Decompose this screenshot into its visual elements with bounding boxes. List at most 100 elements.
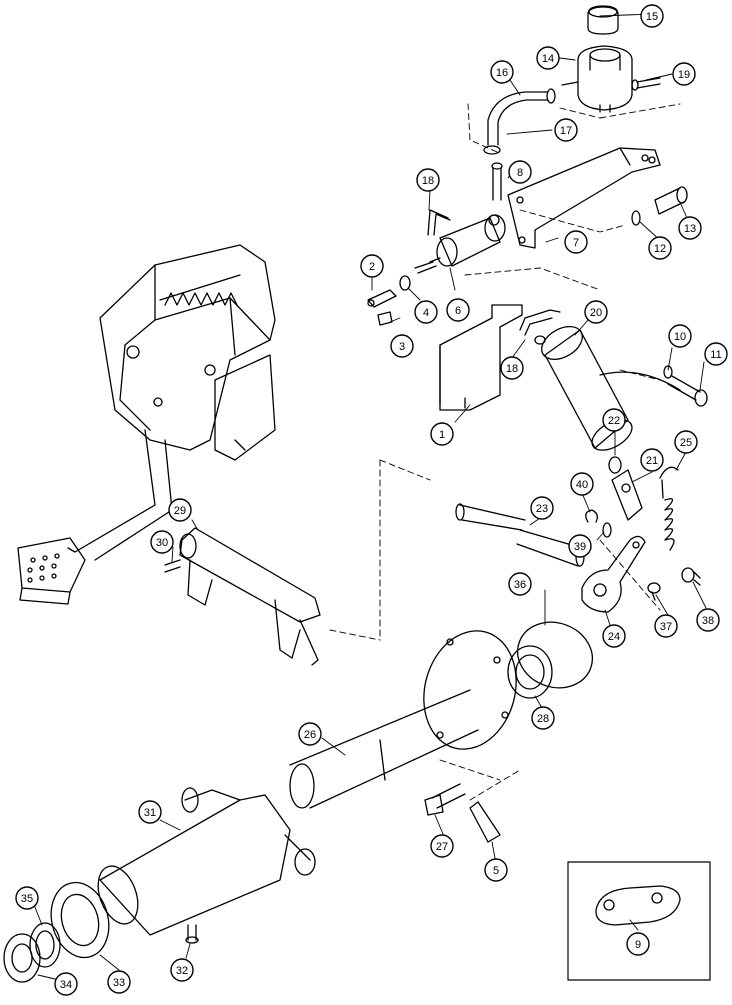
pin-23 bbox=[455, 503, 585, 567]
callout-label: 26 bbox=[304, 729, 316, 741]
callout-circle bbox=[584, 300, 608, 324]
callout-circle bbox=[107, 970, 131, 994]
callout-c28: 28 bbox=[531, 706, 555, 730]
callout-circle bbox=[414, 300, 438, 324]
guide-tube bbox=[289, 630, 517, 809]
callout-circle bbox=[430, 834, 454, 858]
callout-c17: 17 bbox=[554, 118, 578, 142]
callout-c39: 39 bbox=[568, 534, 592, 558]
callout-c8: 8 bbox=[508, 160, 532, 184]
callout-label: 29 bbox=[174, 505, 186, 517]
release-housing bbox=[97, 787, 316, 936]
callout-circle bbox=[668, 324, 692, 348]
hose-clips bbox=[483, 88, 556, 155]
lock-tab-5 bbox=[469, 801, 501, 843]
screw-19 bbox=[631, 77, 661, 91]
callout-label: 8 bbox=[517, 167, 523, 179]
bolt-13 bbox=[654, 186, 688, 215]
leader-lines bbox=[32, 13, 707, 984]
callout-c19: 19 bbox=[672, 62, 696, 86]
callout-label: 4 bbox=[423, 307, 429, 319]
bearing-28 bbox=[507, 645, 553, 699]
callout-label: 5 bbox=[493, 865, 499, 877]
callout-c22: 22 bbox=[602, 408, 626, 432]
callout-label: 11 bbox=[710, 349, 721, 361]
callout-label: 2 bbox=[369, 261, 375, 273]
callout-c26: 26 bbox=[298, 722, 322, 746]
callout-c40: 40 bbox=[570, 472, 594, 496]
master-cylinder bbox=[414, 214, 506, 274]
callout-label: 3 bbox=[399, 341, 405, 353]
callout-c27: 27 bbox=[430, 834, 454, 858]
callout-circle bbox=[602, 624, 626, 648]
bolt-8 bbox=[491, 162, 503, 201]
pedal-assembly bbox=[17, 244, 276, 605]
clutch-fork bbox=[179, 527, 321, 666]
callout-circle bbox=[704, 342, 728, 366]
callout-circle bbox=[672, 62, 696, 86]
callout-circle bbox=[530, 496, 554, 520]
callout-label: 13 bbox=[684, 223, 696, 235]
pipe-18-upper bbox=[427, 209, 451, 236]
callout-c6: 6 bbox=[446, 298, 470, 322]
pin-30 bbox=[164, 559, 181, 573]
callout-c1: 1 bbox=[430, 422, 454, 446]
clevis-21 bbox=[611, 469, 643, 521]
callout-c29: 29 bbox=[168, 498, 192, 522]
callout-circle bbox=[678, 216, 702, 240]
callout-circle bbox=[446, 298, 470, 322]
bolt-27 bbox=[424, 783, 466, 816]
callout-layer: 1234567891011121314151617181819202122232… bbox=[15, 4, 728, 996]
callout-label: 23 bbox=[536, 503, 548, 515]
callout-c37: 37 bbox=[654, 614, 678, 638]
callout-c31: 31 bbox=[138, 800, 162, 824]
callout-label: 39 bbox=[574, 541, 586, 553]
callout-label: 32 bbox=[176, 965, 188, 977]
callout-c24: 24 bbox=[602, 624, 626, 648]
callout-circle bbox=[168, 498, 192, 522]
callout-c18a: 18 bbox=[416, 168, 440, 192]
callout-circle bbox=[626, 932, 650, 956]
callout-label: 36 bbox=[514, 579, 526, 591]
callout-circle bbox=[640, 448, 664, 472]
fitting-22 bbox=[608, 456, 622, 474]
washer-10 bbox=[663, 365, 673, 379]
callout-circle bbox=[554, 118, 578, 142]
callout-c3: 3 bbox=[390, 334, 414, 358]
callout-circle bbox=[416, 168, 440, 192]
callout-label: 31 bbox=[144, 807, 156, 819]
callout-circle bbox=[484, 858, 508, 882]
callout-circle bbox=[602, 408, 626, 432]
callout-c14: 14 bbox=[536, 46, 560, 70]
bolt-38 bbox=[681, 567, 701, 586]
callout-circle bbox=[490, 60, 514, 84]
callout-circle bbox=[570, 472, 594, 496]
callout-circle bbox=[508, 160, 532, 184]
callout-label: 38 bbox=[702, 615, 714, 627]
callout-c32: 32 bbox=[170, 958, 194, 982]
callout-c10: 10 bbox=[668, 324, 692, 348]
callout-label: 17 bbox=[560, 125, 572, 137]
callout-label: 30 bbox=[156, 537, 168, 549]
washer-4 bbox=[399, 275, 411, 291]
callout-circle bbox=[568, 534, 592, 558]
fluid-reservoir bbox=[561, 45, 633, 113]
callout-circle bbox=[648, 236, 672, 260]
callout-label: 40 bbox=[576, 479, 588, 491]
callout-label: 19 bbox=[678, 69, 690, 81]
callout-label: 22 bbox=[608, 415, 620, 427]
callout-c35: 35 bbox=[15, 886, 39, 910]
callout-label: 14 bbox=[542, 53, 554, 65]
callout-label: 25 bbox=[680, 437, 692, 449]
callout-label: 20 bbox=[590, 307, 602, 319]
callout-c34: 34 bbox=[54, 972, 78, 996]
callout-circle bbox=[564, 230, 588, 254]
clip-3 bbox=[377, 311, 393, 326]
callout-circle bbox=[640, 4, 664, 28]
bracket-1 bbox=[439, 304, 523, 411]
callout-c9: 9 bbox=[626, 932, 650, 956]
callout-circle bbox=[390, 334, 414, 358]
slave-cylinder bbox=[541, 325, 681, 451]
